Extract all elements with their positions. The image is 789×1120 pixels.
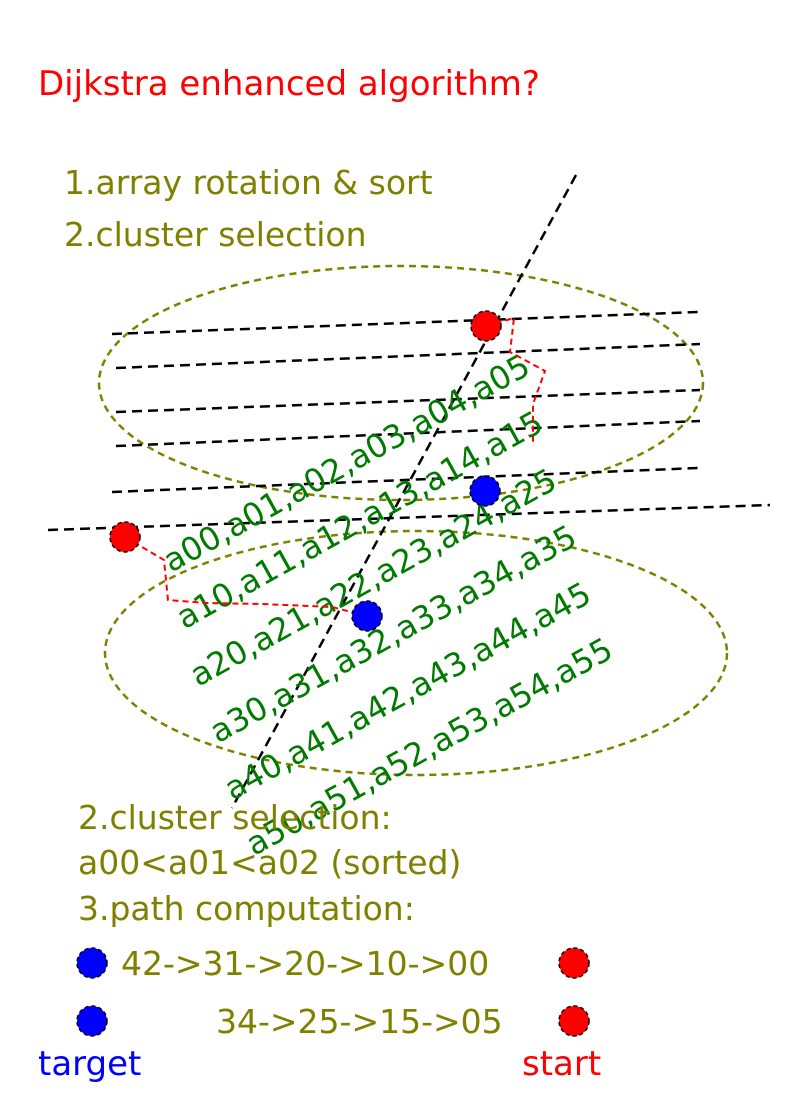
target-node-a34	[469, 475, 501, 507]
path-1: 42->31->20->10->00	[121, 944, 489, 983]
step-cluster-selection: 2.cluster selection:	[78, 798, 392, 837]
row-line	[115, 388, 701, 414]
path-lines	[124, 316, 547, 617]
target-node-a42	[351, 600, 383, 632]
step-1: 1.array rotation & sort	[64, 163, 433, 202]
start-node-a05	[470, 310, 502, 342]
step-path-computation: 3.path computation:	[78, 889, 415, 928]
path-line-upper	[485, 316, 547, 444]
start-node-a00	[109, 521, 141, 553]
start-legend-node-1	[558, 947, 590, 979]
legend-target: target	[38, 1044, 141, 1084]
title: Dijkstra enhanced algorithm?	[38, 64, 540, 104]
row-line	[47, 503, 771, 532]
row-line	[115, 419, 701, 448]
path-line-lower	[124, 536, 368, 617]
step-2: 2.cluster selection	[64, 215, 367, 254]
path-2: 34->25->15->05	[216, 1002, 503, 1041]
target-legend-node-2	[76, 1005, 108, 1037]
sorted-note: a00<a01<a02 (sorted)	[78, 843, 461, 882]
row-separator-lines	[47, 310, 771, 532]
target-legend-node-1	[76, 947, 108, 979]
start-legend-node-2	[558, 1005, 590, 1037]
legend-start: start	[522, 1044, 601, 1084]
cluster-ellipse-top	[97, 264, 705, 502]
matrix-block: a00,a01,a02,a03,a04,a05 a10,a11,a12,a13,…	[157, 346, 619, 863]
rotation-axis	[230, 174, 578, 809]
row-line	[111, 466, 699, 494]
row-line	[111, 310, 699, 336]
cluster-ellipse-bottom	[103, 529, 729, 777]
row-line	[115, 342, 701, 370]
